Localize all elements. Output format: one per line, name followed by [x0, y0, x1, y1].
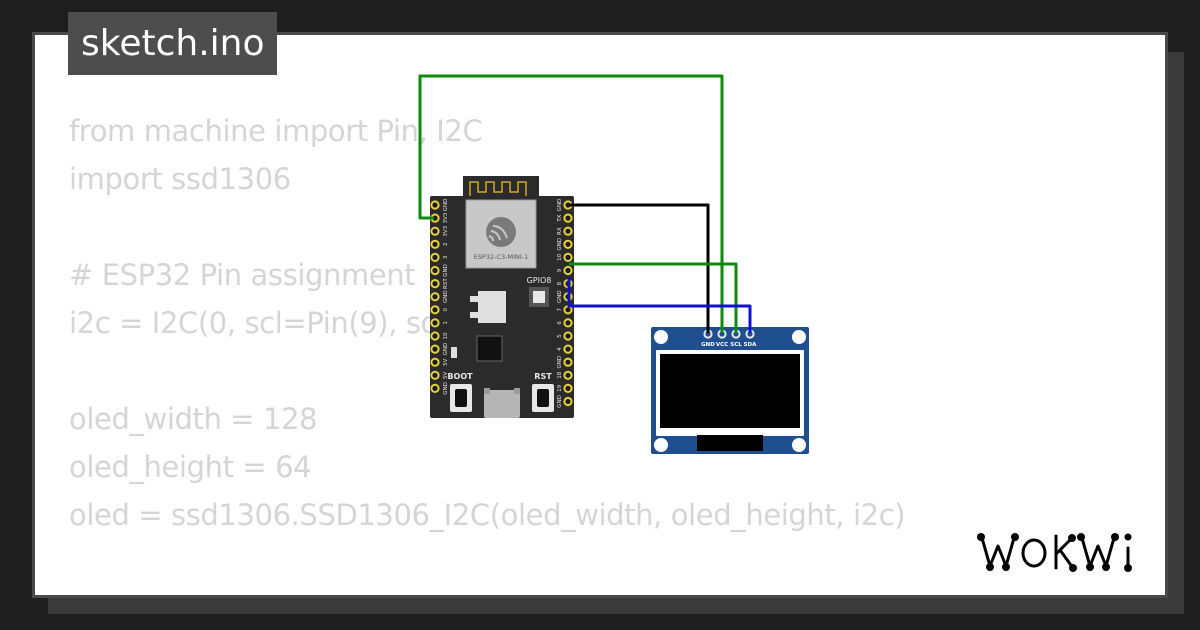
header-pin[interactable] [430, 331, 440, 341]
sda-wire[interactable] [567, 277, 752, 333]
pin-label: 18 [557, 371, 563, 378]
header-pin[interactable] [563, 252, 573, 262]
scl-wire[interactable] [569, 262, 738, 333]
pin-label: 4 [557, 347, 563, 351]
wokwi-logo [977, 533, 1132, 572]
header-pin[interactable] [430, 305, 440, 315]
pin-label: 3V3 [443, 212, 449, 223]
espressif-logo-icon [486, 217, 516, 247]
module-label: ESP32-C3-MINI-1 [474, 253, 529, 261]
pin-label: 7 [557, 308, 563, 312]
code-line: oled.text('Hello, Wokwi!', 10, 10) [69, 587, 905, 595]
header-pin[interactable] [563, 344, 573, 354]
header-pin[interactable] [563, 213, 573, 223]
code-line: oled = ssd1306.SSD1306_I2C(oled_width, o… [69, 498, 906, 532]
vcc-wire[interactable] [418, 74, 724, 333]
pin-label: 6 [557, 321, 563, 325]
pin-label: 5V [443, 371, 449, 378]
pin-label: GND [557, 290, 563, 303]
usb-connector [484, 390, 520, 418]
pin-label: GND [443, 199, 449, 212]
header-pin[interactable] [430, 265, 440, 276]
pin-label: 10 [443, 332, 449, 339]
header-pin[interactable] [430, 239, 440, 249]
esp32-c3-board[interactable]: ESP32-C3-MINI-1 GPIO8 BOOT RST GND3V33V3… [430, 176, 574, 418]
header-pin[interactable] [430, 383, 440, 393]
pin-label: 8 [557, 281, 563, 285]
pin-label: GND [443, 382, 449, 395]
header-pin[interactable] [563, 396, 573, 407]
header-pin[interactable] [430, 279, 440, 289]
code-line: oled_width = 128 [69, 402, 318, 436]
header-pin[interactable] [430, 226, 440, 236]
pin-label: 3 [443, 255, 449, 259]
sketch-filename-tab[interactable]: sketch.ino [68, 12, 278, 75]
header-pin[interactable] [563, 370, 573, 380]
pin-label: RST [443, 278, 449, 289]
pin-label: 5V [443, 358, 449, 365]
pin-label: 2 [443, 243, 449, 247]
code-listing: from machine import Pin, I2C import ssd13… [69, 107, 906, 595]
voltage-regulator [478, 291, 506, 323]
header-pin[interactable] [430, 292, 440, 302]
header-pin[interactable] [563, 318, 573, 328]
code-line: import ssd1306 [69, 162, 291, 196]
pin-label: GND [557, 199, 563, 212]
oled-pin-label: VCC [716, 342, 728, 348]
pin-label: 10 [557, 253, 563, 260]
pin-label: GND [557, 356, 563, 369]
gpio8-label: GPIO8 [527, 276, 552, 285]
pin-label: GND [557, 238, 563, 251]
header-pin[interactable] [563, 265, 573, 276]
header-pin[interactable] [430, 344, 440, 354]
wires [418, 74, 752, 333]
header-pin[interactable] [430, 370, 440, 380]
pin-label: GND [443, 343, 449, 356]
pin-label: TX [557, 214, 563, 222]
header-pin[interactable] [563, 331, 573, 341]
pin-label: GND [443, 264, 449, 277]
pin-label: 3V3 [443, 225, 449, 236]
header-pin[interactable] [430, 357, 440, 367]
preview-card: from machine import Pin, I2C import ssd13… [32, 32, 1168, 598]
header-pin[interactable] [430, 252, 440, 262]
oled-pin-label: SCL [730, 342, 742, 348]
oled-screen [660, 354, 800, 428]
pin-label: 19 [557, 384, 563, 391]
header-pin[interactable] [563, 357, 573, 367]
code-line: oled_height = 64 [69, 450, 312, 484]
pin-label: GND [443, 290, 449, 303]
header-pin[interactable] [563, 383, 573, 393]
code-line: from machine import Pin, I2C [69, 114, 483, 148]
boot-label: BOOT [447, 372, 473, 381]
pin-label: 9 [557, 268, 563, 272]
pin-label: 0 [443, 308, 449, 312]
header-pin[interactable] [430, 200, 440, 210]
smd-component [451, 347, 457, 358]
rst-label: RST [534, 372, 552, 381]
pin-label: 5 [557, 334, 563, 338]
pin-label: RX [557, 227, 563, 235]
oled-pin-label: GND [701, 342, 715, 348]
pin-label: GND [557, 395, 563, 408]
oled-pin-label: SDA [744, 342, 758, 348]
code-line: # ESP32 Pin assignment [69, 258, 416, 292]
gnd-wire[interactable] [569, 203, 710, 333]
header-pin[interactable] [430, 318, 440, 328]
usb-chip [476, 335, 503, 362]
header-pin[interactable] [563, 239, 573, 249]
pin-label: 1 [443, 321, 449, 325]
header-pin[interactable] [563, 226, 573, 236]
